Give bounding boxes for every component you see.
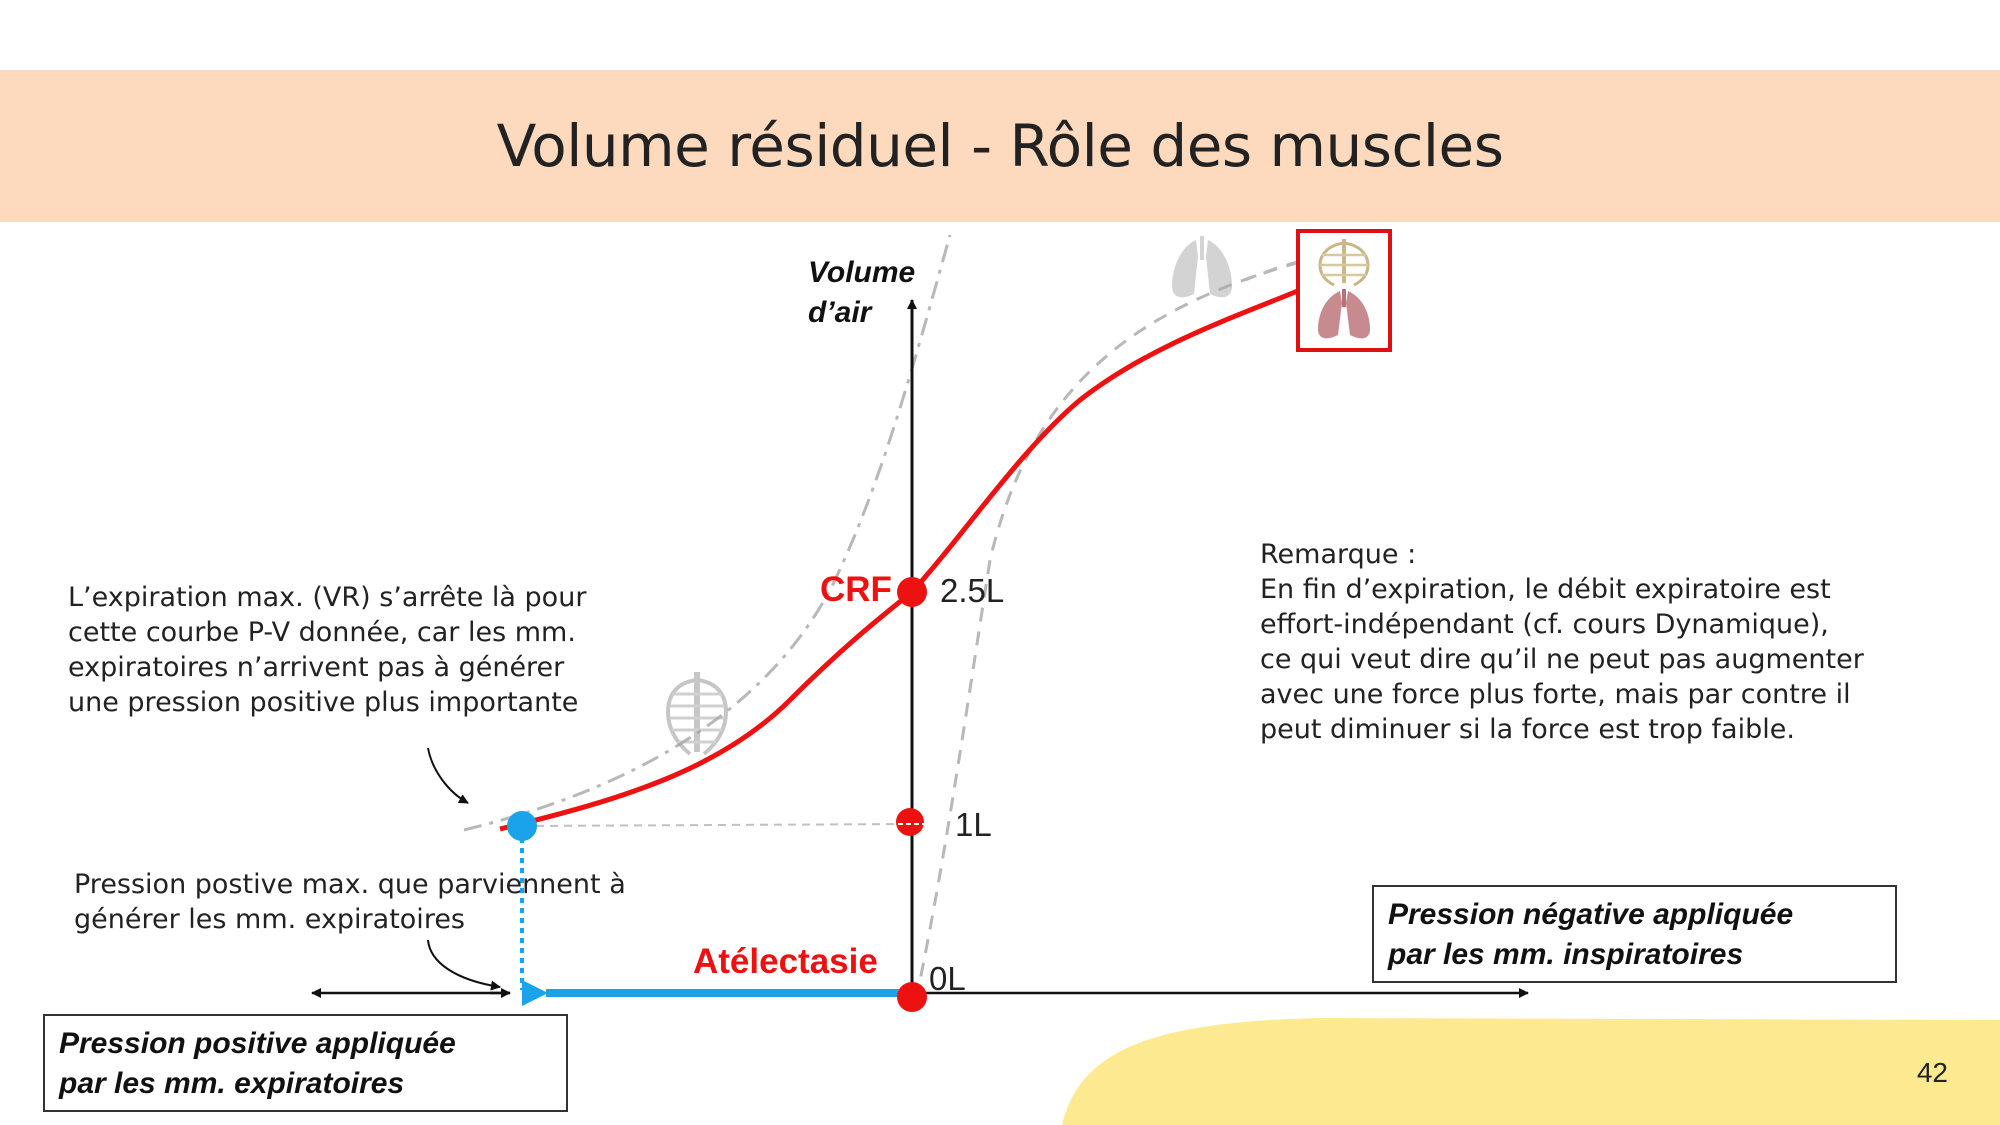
lungs-icon [1172, 236, 1232, 298]
tick-crf-volume: 2.5L [940, 572, 1005, 609]
y-axis-label-line2: d’air [808, 296, 872, 329]
grey-dashdot-curve [463, 234, 952, 832]
tick-zero: 0L [929, 960, 966, 997]
vr-point [507, 811, 537, 841]
zero-point [897, 982, 927, 1012]
positive-box-line: Pression positive appliquée [59, 1027, 456, 1060]
negative-box-line: Pression négative appliquée [1388, 898, 1794, 931]
atelectasis-label: Atélectasie [693, 942, 878, 981]
remark-line: effort-indépendant (cf. cours Dynamique)… [1260, 609, 1829, 640]
ribcage-icon [665, 672, 729, 756]
vr-note-line: L’expiration max. (VR) s’arrête là pour [68, 582, 587, 613]
negative-pressure-box: Pression négative appliquée par les mm. … [1372, 885, 1897, 983]
y-axis-label-line1: Volume [808, 256, 916, 289]
positive-box-line: par les mm. expiratoires [59, 1067, 405, 1100]
title-band: Volume résiduel - Rôle des muscles [0, 70, 2000, 222]
vr-explanation-note: L’expiration max. (VR) s’arrête là pour … [68, 580, 586, 720]
max-pressure-note: Pression postive max. que parviennent à … [74, 867, 626, 937]
positive-pressure-box: Pression positive appliquée par les mm. … [43, 1014, 568, 1112]
negative-box-line: par les mm. inspiratoires [1388, 938, 1744, 971]
crf-point [897, 577, 927, 607]
crf-label: CRF [820, 570, 892, 609]
remark-line: Remarque : [1260, 539, 1417, 570]
ribcage-lungs-icon [1296, 229, 1392, 352]
remark-line: peut diminuer si la force est trop faibl… [1260, 714, 1795, 745]
remark-note: Remarque : En fin d’expiration, le débit… [1260, 537, 1864, 747]
vr-note-line: expiratoires n’arrivent pas à générer [68, 652, 565, 683]
remark-line: En fin d’expiration, le débit expiratoir… [1260, 574, 1831, 605]
slide-title: Volume résiduel - Rôle des muscles [496, 112, 1504, 180]
remark-line: ce qui veut dire qu’il ne peut pas augme… [1260, 644, 1864, 675]
vr-note-line: cette courbe P-V donnée, car les mm. [68, 617, 576, 648]
vr-volume-point [896, 808, 924, 836]
pv-curve [499, 287, 1301, 832]
callout-arrow-vr [427, 747, 469, 804]
vr-note-line: une pression positive plus importante [68, 687, 579, 718]
pressure-note-line: Pression postive max. que parviennent à [74, 869, 626, 900]
pressure-note-line: générer les mm. expiratoires [74, 904, 465, 935]
remark-line: avec une force plus forte, mais par cont… [1260, 679, 1851, 710]
y-axis-label: Volume d’air [808, 253, 915, 333]
grey-dashed-curve [914, 260, 1301, 1001]
footer-blob [1062, 1018, 2000, 1125]
tick-vr-volume: 1L [955, 806, 992, 843]
callout-arrow-pressure [427, 939, 501, 991]
vr-guide-line [521, 823, 913, 827]
grey-dashed-top [1244, 258, 1309, 282]
page-number: 42 [1916, 1057, 1948, 1088]
